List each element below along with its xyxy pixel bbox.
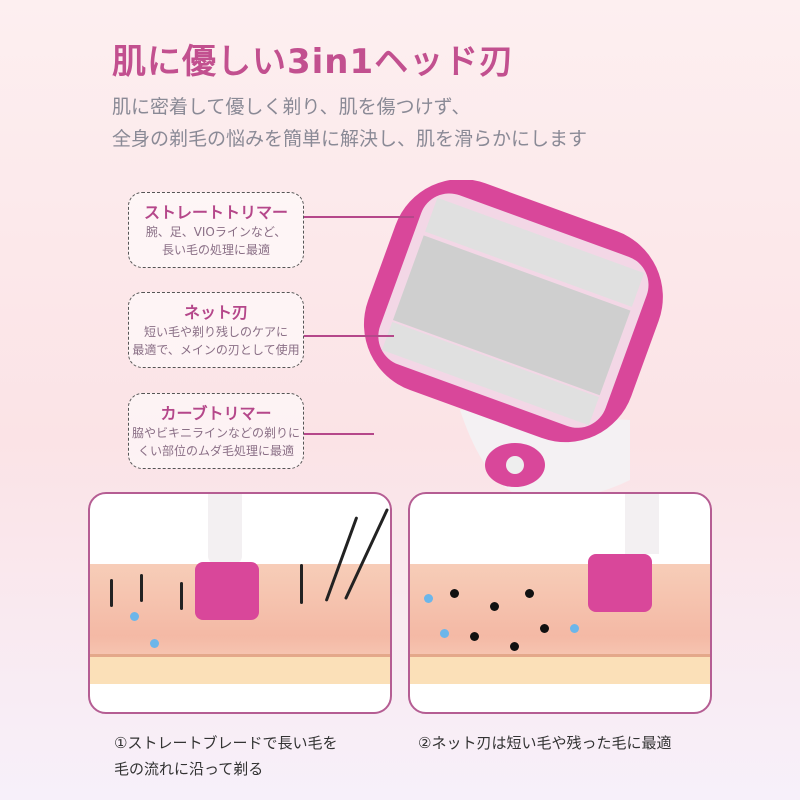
hair xyxy=(110,579,113,607)
water-drop xyxy=(424,594,433,603)
callout-heading: ネット刃 xyxy=(183,303,248,322)
hair xyxy=(300,564,303,604)
skin-fat-layer xyxy=(90,654,390,684)
page-title: 肌に優しい3in1ヘッド刃 xyxy=(112,42,515,82)
caption-line: 毛の流れに沿って剃る xyxy=(114,760,264,778)
subtitle-line-2: 全身の剃毛の悩みを簡単に解決し、肌を滑らかにします xyxy=(112,128,588,150)
connector-line xyxy=(304,335,394,337)
skin-fat-layer xyxy=(410,654,710,684)
callout-heading: ストレートトリマー xyxy=(143,203,288,222)
callout-text: 長い毛の処理に最適 xyxy=(161,243,270,257)
caption-line: ②ネット刃は短い毛や残った毛に最適 xyxy=(418,734,672,752)
water-drop xyxy=(440,629,449,638)
hair-stub xyxy=(450,589,459,598)
connector-line xyxy=(304,216,414,218)
water-drop xyxy=(150,639,159,648)
water-drop xyxy=(570,624,579,633)
shaver-handle xyxy=(208,494,242,564)
hair-stub xyxy=(540,624,549,633)
caption-line: ①ストレートブレードで長い毛を xyxy=(114,734,338,752)
callout-curve-trimmer: カーブトリマー 脇やビキニラインなどの剃りに くい部位のムダ毛処理に最適 xyxy=(128,393,304,469)
shaver-handle xyxy=(625,494,659,554)
callout-text: くい部位のムダ毛処理に最適 xyxy=(137,444,294,458)
callout-net-blade: ネット刃 短い毛や剃り残しのケアに 最適で、メインの刃として使用 xyxy=(128,292,304,368)
connector-line xyxy=(304,433,374,435)
hair-stub xyxy=(525,589,534,598)
caption-2: ②ネット刃は短い毛や残った毛に最適 xyxy=(418,730,671,756)
subtitle-line-1: 肌に密着して優しく剃り、肌を傷つけず、 xyxy=(112,96,471,118)
callout-straight-trimmer: ストレートトリマー 腕、足、VIOラインなど、 長い毛の処理に最適 xyxy=(128,192,304,268)
illustration-long-hair xyxy=(88,492,392,714)
hair-stub xyxy=(490,602,499,611)
callout-text: 腕、足、VIOラインなど、 xyxy=(145,225,287,239)
caption-1: ①ストレートブレードで長い毛を 毛の流れに沿って剃る xyxy=(114,730,337,782)
hair-stub xyxy=(470,632,479,641)
shaver-head-illustration xyxy=(363,180,663,500)
illustration-short-hair xyxy=(408,492,712,714)
callout-text: 最適で、メインの刃として使用 xyxy=(132,343,300,357)
callout-text: 短い毛や剃り残しのケアに xyxy=(143,325,288,339)
shaver-head xyxy=(195,562,259,620)
water-drop xyxy=(130,612,139,621)
callout-heading: カーブトリマー xyxy=(160,404,272,423)
hair xyxy=(140,574,143,602)
shaver-head xyxy=(588,554,652,612)
callout-text: 脇やビキニラインなどの剃りに xyxy=(131,426,300,440)
hair-stub xyxy=(510,642,519,651)
hair xyxy=(180,582,183,610)
